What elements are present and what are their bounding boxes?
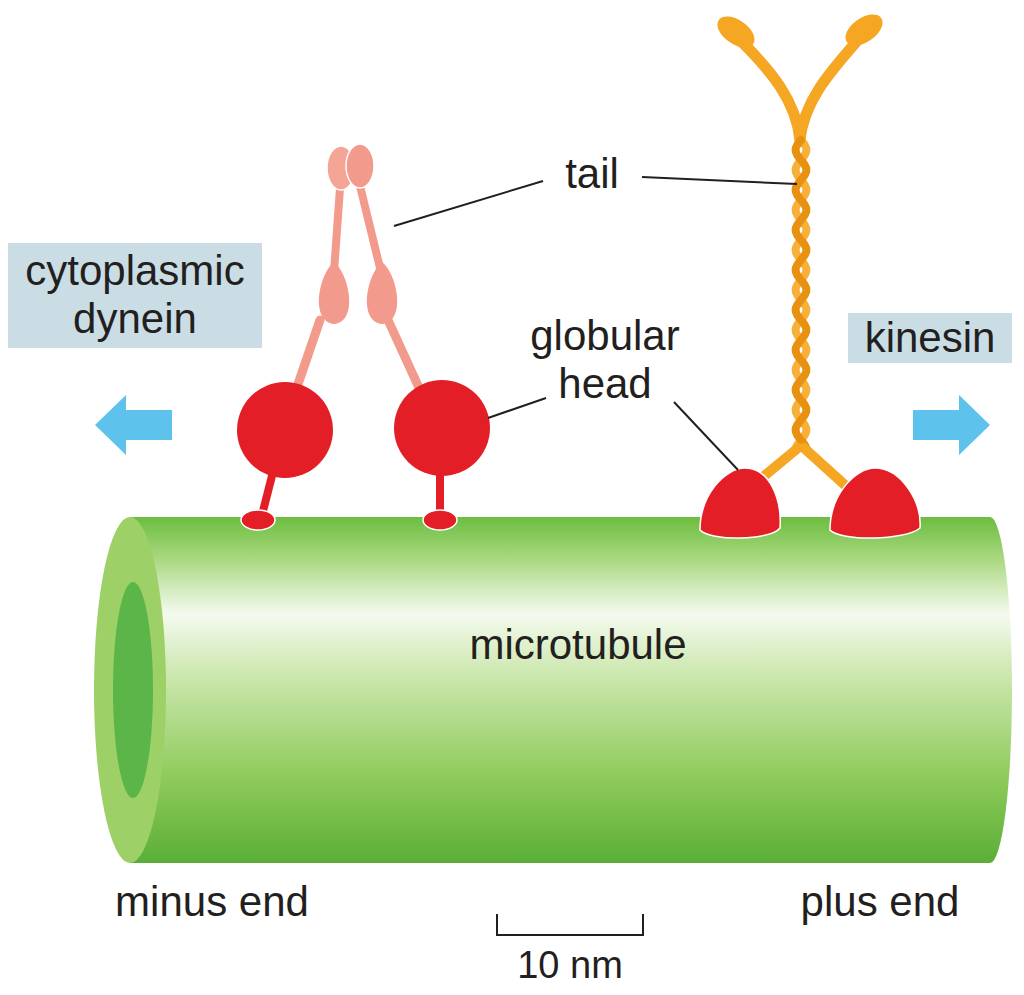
end-label: plus end	[765, 878, 995, 926]
coiled-coil	[795, 140, 806, 450]
part-label: globular head	[505, 312, 705, 409]
kinesin-motor	[700, 8, 920, 538]
coiled-coil	[796, 140, 807, 450]
direction-arrow	[913, 395, 990, 455]
node-text: kinesin	[865, 314, 996, 362]
microtubule-body: microtubule	[95, 515, 1012, 862]
leader-lines	[394, 177, 797, 470]
node-text: microtubule	[469, 621, 686, 669]
motor-name-box: cytoplasmic dynein	[8, 243, 262, 348]
node-text: cytoplasmic dynein	[22, 247, 248, 344]
direction-arrow	[95, 395, 172, 455]
end-label: minus end	[82, 878, 342, 926]
scale-bar	[497, 914, 643, 935]
dynein-motor	[237, 144, 490, 530]
part-label: tail	[537, 150, 647, 198]
motor-name-box: kinesin	[848, 313, 1012, 363]
scale-label: 10 nm	[495, 944, 645, 988]
microtubule-cylinder	[94, 517, 1012, 863]
